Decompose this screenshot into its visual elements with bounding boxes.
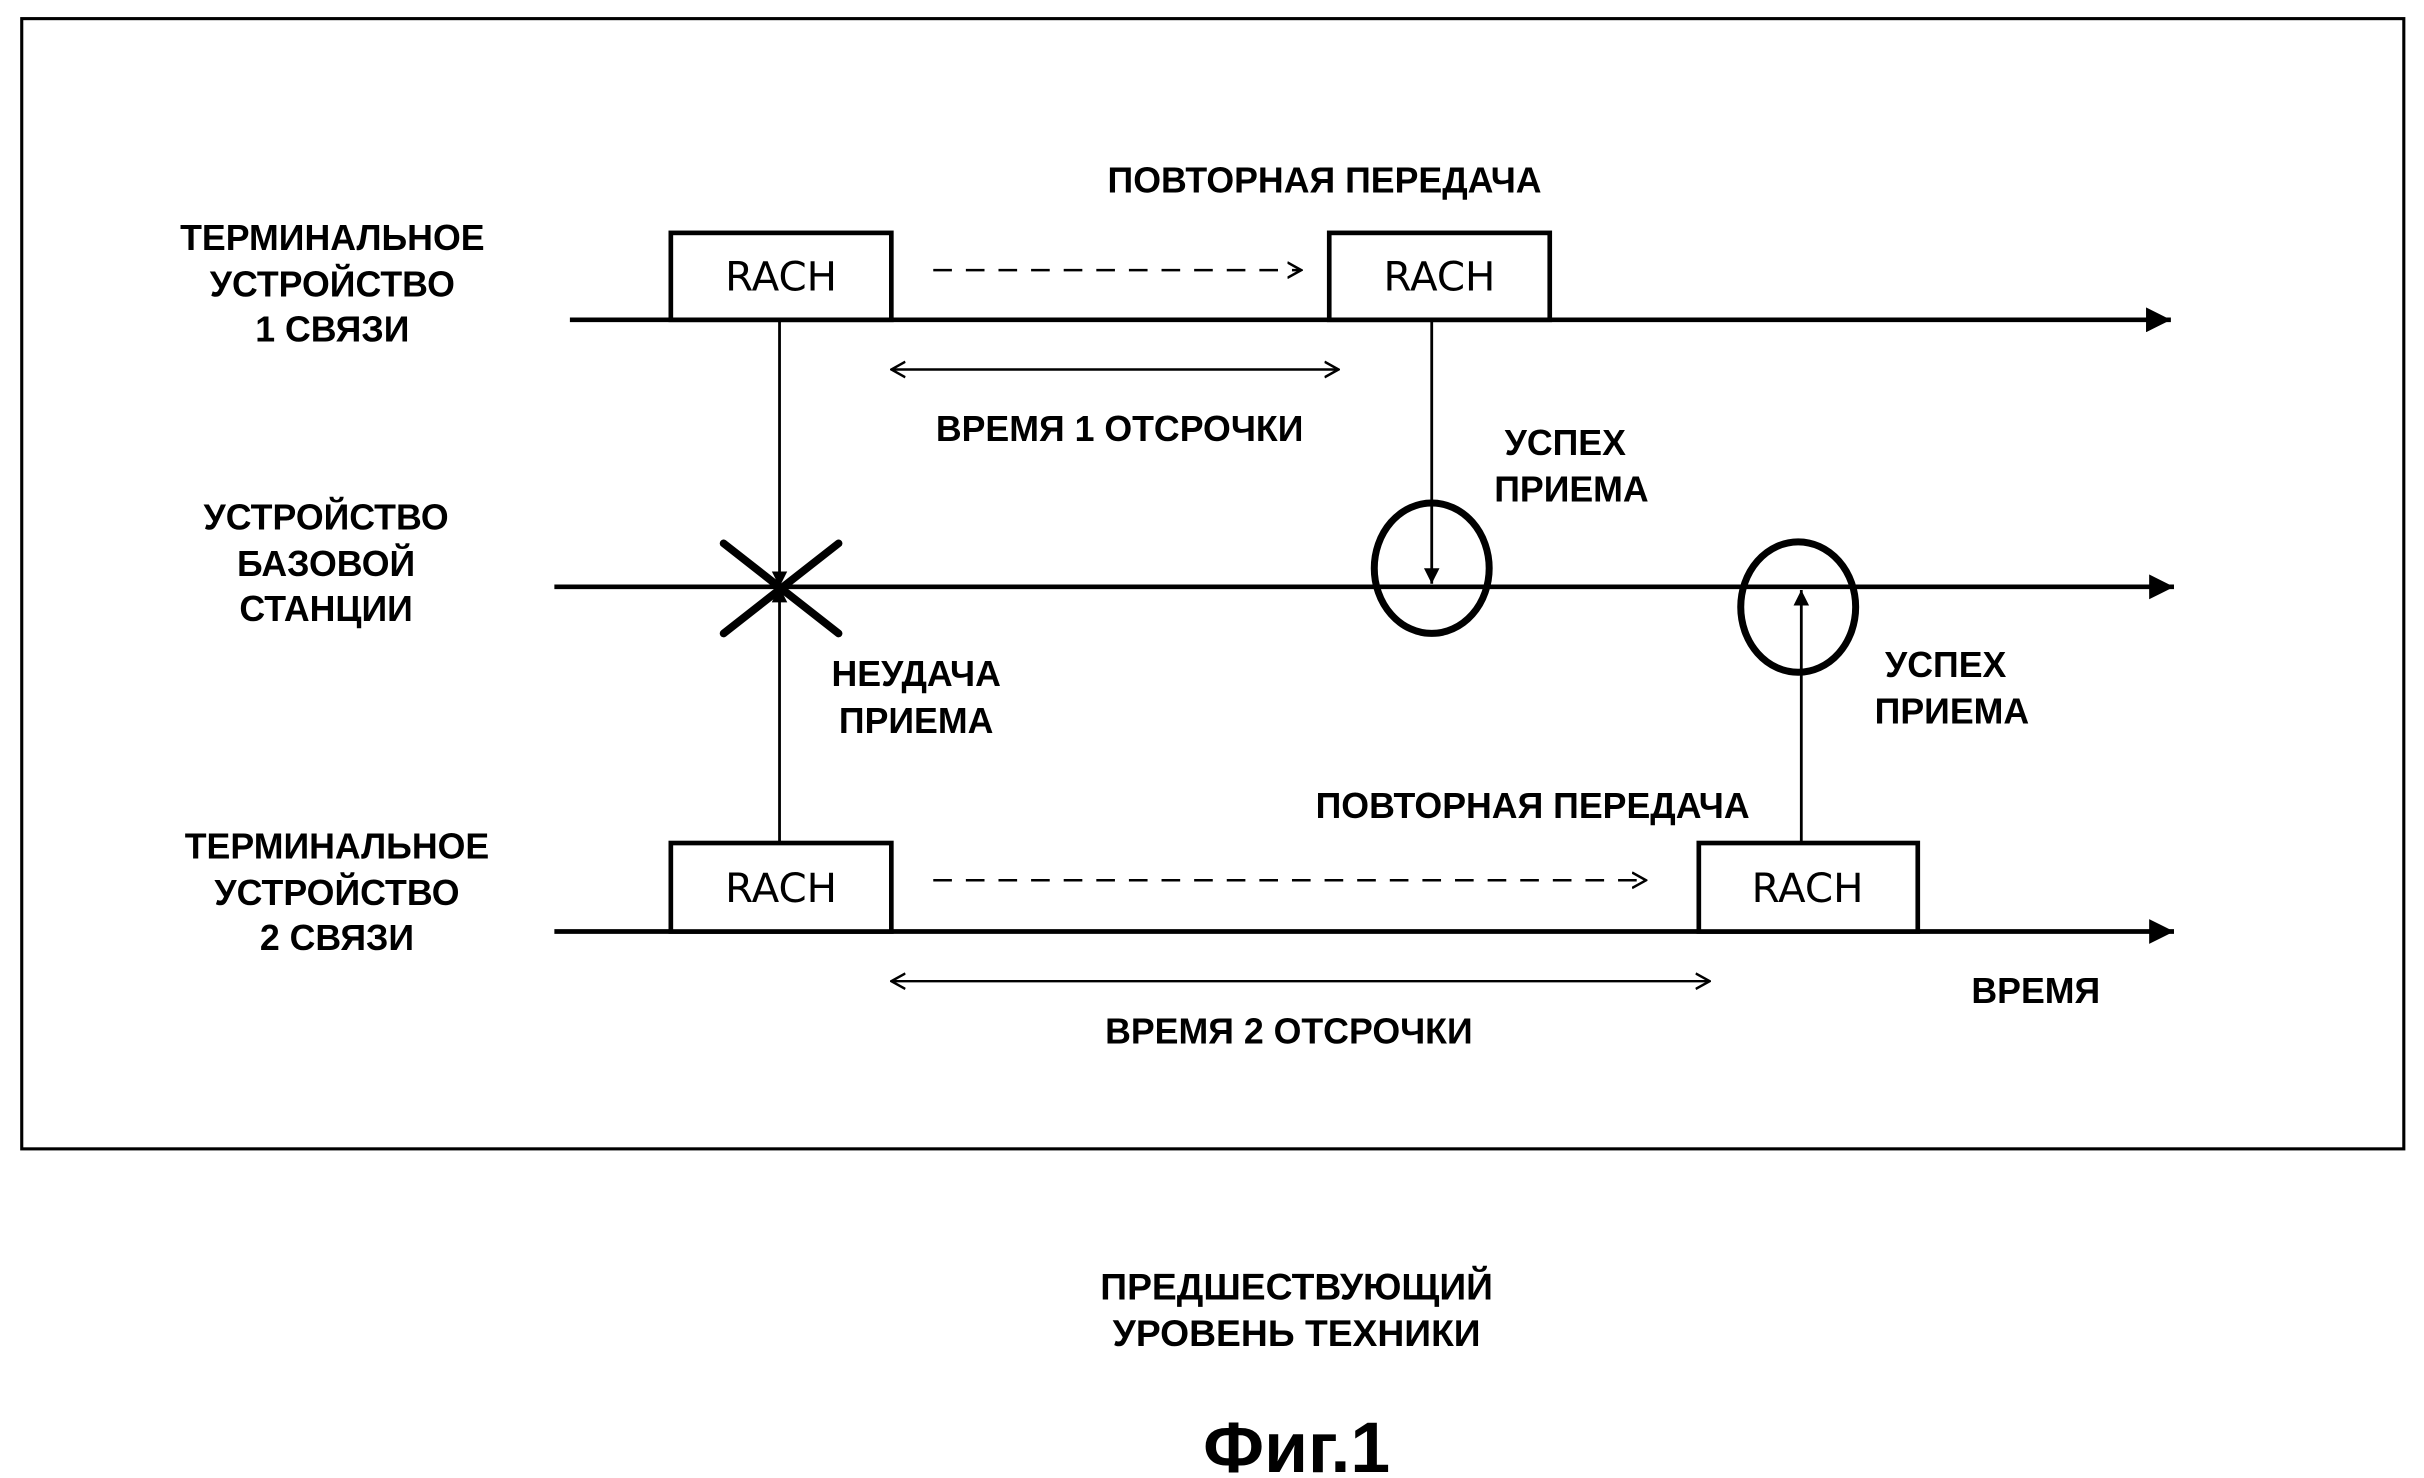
rach-label: RACH [725,253,837,300]
success-label-line: УСПЕХ [1505,423,1626,463]
rach-box-terminal-2-retransmit: RACH [1696,840,1921,934]
failure-label-line: НЕУДАЧА [831,654,1000,694]
lane-label-line: ТЕРМИНАЛЬНОЕ [185,827,489,867]
rach-label: RACH [1384,253,1496,300]
lane-label-line: УСТРОЙСТВО [214,873,459,913]
caption-line: УРОВЕНЬ ТЕХНИКИ [1113,1312,1481,1354]
rach-box-terminal-1-retransmit: RACH [1326,230,1553,323]
caption-line: ПРЕДШЕСТВУЮЩИЙ [1100,1265,1493,1307]
success-circle-icon [1737,538,1860,676]
collision-x-icon [719,539,843,638]
success-label-terminal-2: УСПЕХ ПРИЕМА [1875,645,2030,732]
figure-number: Фиг.1 [1203,1408,1390,1478]
success-label-line: УСПЕХ [1885,645,2006,685]
rach-box-terminal-1-first: RACH [668,230,894,323]
lane-label-line: 1 СВЯЗИ [255,310,409,350]
success-label-terminal-1: УСПЕХ ПРИЕМА [1494,423,1649,510]
diagram-frame [20,17,2406,1151]
retransmission-label-bottom: ПОВТОРНАЯ ПЕРЕДАЧА [1316,786,1750,826]
success-label-line: ПРИЕМА [1494,469,1649,509]
lane-label-line: УСТРОЙСТВО [210,265,455,305]
rach-label: RACH [725,865,837,912]
lane-label-base-station: УСТРОЙСТВО БАЗОВОЙ СТАНЦИИ [204,497,449,629]
success-label-line: ПРИЕМА [1875,691,2030,731]
backoff-2-label: ВРЕМЯ 2 ОТСРОЧКИ [1105,1011,1473,1051]
retransmission-label-top: ПОВТОРНАЯ ПЕРЕДАЧА [1108,161,1542,201]
lane-label-line: ТЕРМИНАЛЬНОЕ [180,218,484,258]
lane-label-terminal-1: ТЕРМИНАЛЬНОЕ УСТРОЙСТВО 1 СВЯЗИ [180,218,484,350]
lane-label-line: УСТРОЙСТВО [204,497,449,537]
rach-box-terminal-2-first: RACH [668,840,894,934]
backoff-1-label: ВРЕМЯ 1 ОТСРОЧКИ [936,409,1304,449]
lane-label-line: 2 СВЯЗИ [260,918,414,958]
success-circle-icon [1370,499,1493,637]
time-axis-label: ВРЕМЯ [1971,971,2100,1011]
failure-label: НЕУДАЧА ПРИЕМА [831,654,1000,741]
rach-label: RACH [1752,865,1864,912]
lane-label-line: БАЗОВОЙ [237,544,415,584]
failure-label-line: ПРИЕМА [839,701,994,741]
lane-label-line: СТАНЦИИ [239,589,412,629]
lane-label-terminal-2: ТЕРМИНАЛЬНОЕ УСТРОЙСТВО 2 СВЯЗИ [185,827,489,959]
